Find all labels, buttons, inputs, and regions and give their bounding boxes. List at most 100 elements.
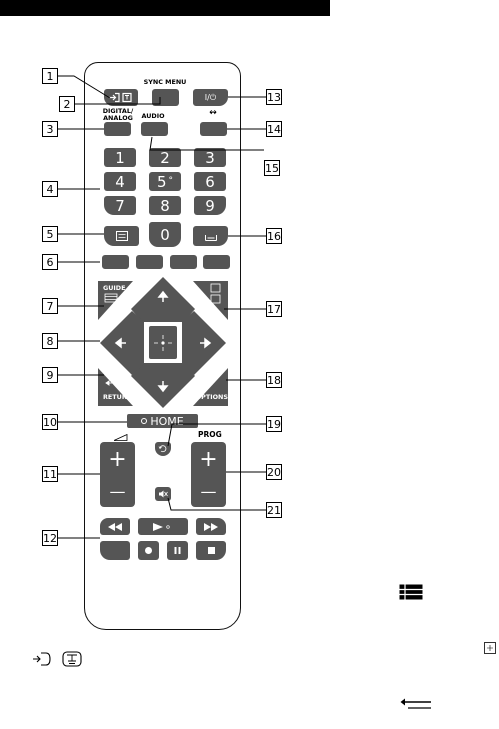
callout-18: 18	[266, 372, 282, 388]
analog-label: ANALOG	[103, 113, 133, 122]
guide-label: GUIDE	[103, 284, 126, 292]
up-arrow-icon	[157, 290, 169, 302]
callout-20: 20	[266, 464, 282, 480]
number-label: 1	[115, 148, 125, 167]
number-button-3[interactable]: 3	[194, 148, 226, 167]
down-arrow-icon	[157, 381, 169, 393]
volume-minus-label: —	[109, 482, 126, 502]
color-button-green[interactable]	[136, 255, 163, 269]
program-minus-label: —	[200, 482, 217, 502]
callout-5: 5	[42, 226, 58, 242]
audio-button[interactable]	[141, 122, 168, 136]
number-label: 6	[205, 172, 215, 191]
callout-4: 4	[42, 181, 58, 197]
callout-10: 10	[42, 414, 58, 430]
power-button-label: I/⏻	[204, 92, 217, 102]
callout-12: 12	[42, 530, 58, 546]
options-button[interactable]	[193, 368, 228, 406]
teletext-icon	[115, 231, 128, 241]
number-label: 5	[156, 172, 167, 191]
fast-forward-button[interactable]	[196, 518, 226, 535]
guide-icon	[104, 293, 118, 303]
return-label: RETURN	[103, 393, 133, 401]
stop-button[interactable]	[196, 541, 226, 560]
home-indicator-icon	[141, 418, 148, 424]
power-button[interactable]: I/⏻	[193, 89, 228, 106]
color-button-blue[interactable]	[203, 255, 230, 269]
info-icon	[210, 283, 221, 304]
prog-label: PROG	[198, 430, 222, 439]
callout-14: 14	[266, 121, 282, 137]
callout-16: 16	[266, 228, 282, 244]
program-plus-label: +	[199, 446, 218, 472]
number-button-2[interactable]: 2	[149, 148, 181, 167]
guide-button[interactable]	[98, 281, 133, 320]
pause-button[interactable]	[167, 541, 188, 560]
number-button-0[interactable]: 0	[149, 222, 181, 247]
callout-11: 11	[42, 466, 58, 482]
wide-button[interactable]	[200, 122, 227, 136]
return-button[interactable]	[98, 368, 133, 406]
callout-3: 3	[42, 121, 58, 137]
number-label: 4	[115, 172, 125, 191]
number-label: 2	[160, 148, 170, 167]
subtitle-icon	[204, 235, 217, 241]
info-button[interactable]	[193, 281, 228, 320]
play-button[interactable]	[138, 518, 188, 535]
rewind-button[interactable]	[100, 518, 130, 535]
input-icon	[109, 92, 132, 103]
header-bar	[0, 0, 330, 16]
digital-analog-button[interactable]	[104, 122, 131, 136]
jump-icon	[158, 445, 167, 453]
teletext-button[interactable]	[104, 226, 139, 246]
callout-17: 17	[266, 301, 282, 317]
mute-icon	[159, 490, 168, 498]
callout-7: 7	[42, 298, 58, 314]
hold-icon-footer	[62, 651, 82, 667]
number-label: 3	[205, 148, 215, 167]
number-label: 7	[115, 196, 125, 215]
digital-analog-label: DIGITAL/ ANALOG	[98, 108, 138, 121]
number-button-4[interactable]: 4	[104, 172, 136, 191]
mute-button[interactable]	[155, 487, 171, 501]
volume-icon	[114, 434, 128, 441]
number-button-9[interactable]: 9	[194, 196, 226, 215]
record-icon	[145, 547, 152, 554]
color-button-red[interactable]	[102, 255, 129, 269]
number-label: 0	[160, 225, 170, 244]
callout-8: 8	[42, 333, 58, 349]
callout-21: 21	[266, 502, 282, 518]
options-label: OPTIONS	[195, 393, 228, 401]
jump-button[interactable]	[155, 442, 171, 456]
color-button-yellow[interactable]	[170, 255, 197, 269]
return-icon-margin	[400, 698, 431, 709]
input-icon-footer	[33, 652, 51, 666]
fast-forward-icon	[204, 522, 218, 531]
return-icon	[105, 380, 117, 386]
pause-icon	[174, 547, 181, 554]
number-five-dot: °	[168, 175, 174, 186]
number-button-7[interactable]: 7	[104, 196, 136, 215]
volume-rocker[interactable]: + —	[100, 442, 135, 507]
audio-label: AUDIO	[141, 112, 165, 120]
input-button[interactable]	[104, 89, 138, 106]
number-button-5[interactable]: 5°	[149, 172, 181, 191]
number-label: 8	[160, 196, 170, 215]
subtitle-button[interactable]	[193, 226, 228, 246]
wide-label: ↭	[209, 108, 217, 118]
callout-9: 9	[42, 367, 58, 383]
record-button[interactable]	[138, 541, 159, 560]
prev-button[interactable]	[100, 541, 130, 560]
play-icon	[153, 522, 170, 531]
number-button-1[interactable]: 1	[104, 148, 136, 167]
program-rocker[interactable]: + —	[191, 442, 226, 507]
callout-15: 15	[264, 160, 280, 176]
number-button-8[interactable]: 8	[149, 196, 181, 215]
rewind-icon	[108, 522, 122, 531]
sync-menu-button[interactable]	[152, 89, 179, 106]
callout-1: 1	[42, 68, 58, 84]
callout-2: 2	[59, 96, 75, 112]
number-button-6[interactable]: 6	[194, 172, 226, 191]
